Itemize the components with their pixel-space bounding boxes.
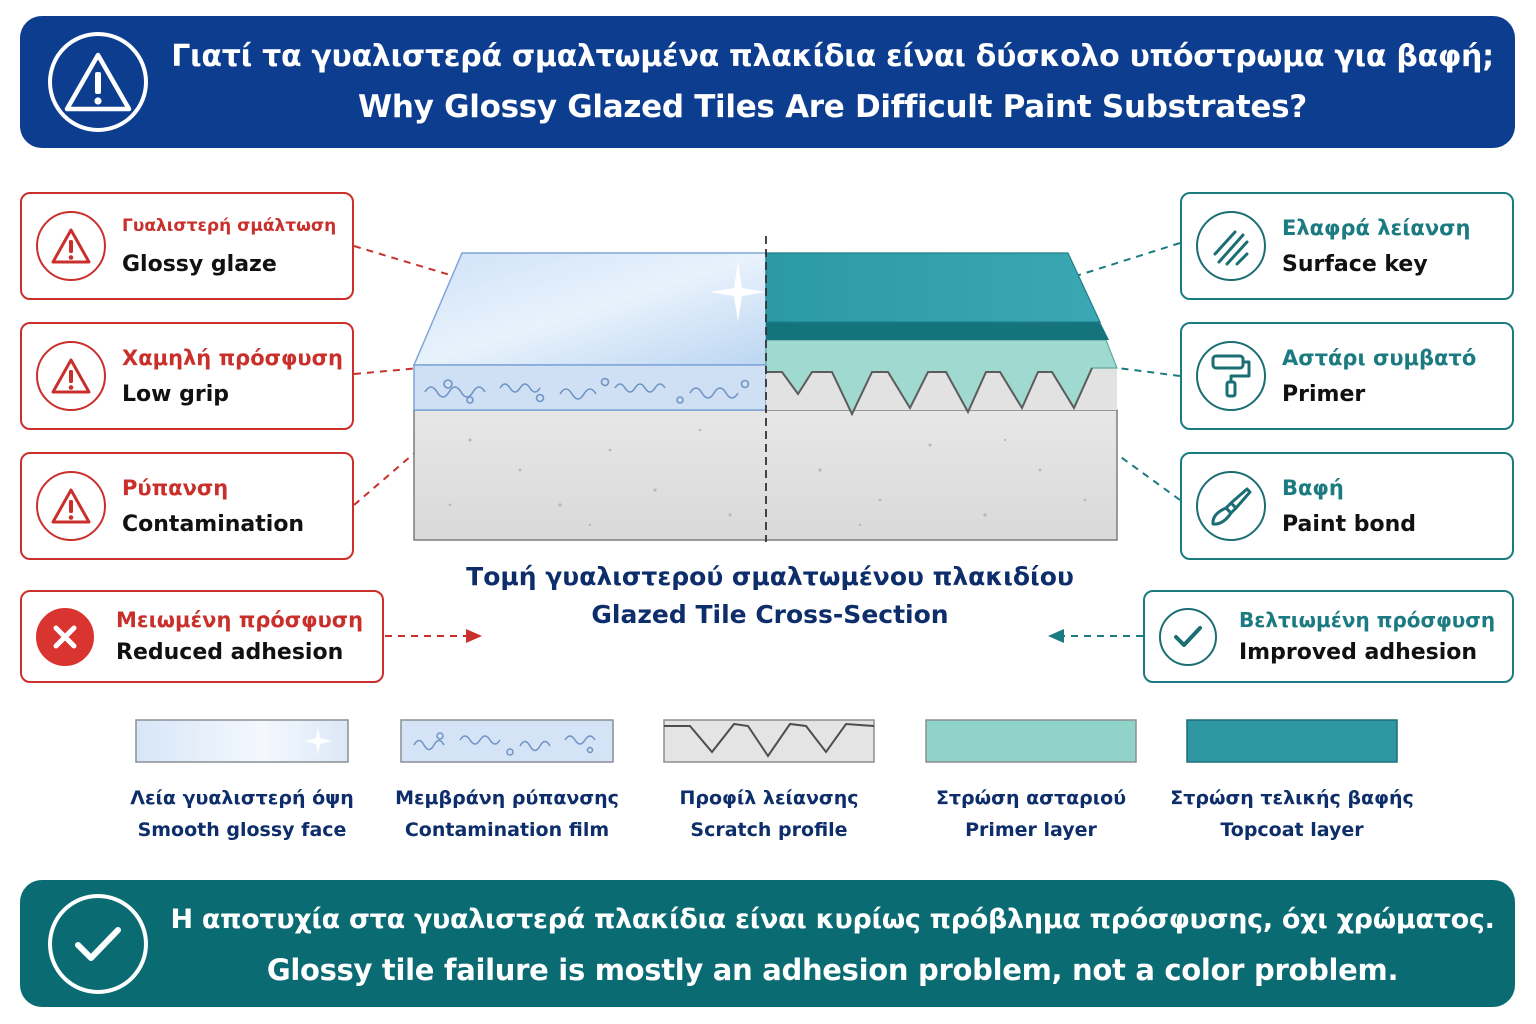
cross-section-caption: Τομή γυαλιστερού σμαλτωμένου πλακιδίου G… [420,558,1120,634]
reduced-adhesion-arrowhead [466,629,482,643]
card-label-greek: Μειωμένη πρόσφυση [116,608,364,632]
warning-triangle-icon [36,471,106,541]
card-improved-adhesion: Βελτιωμένη πρόσφυση Improved adhesion [1143,590,1514,683]
legend-label-greek: Στρώση τελικής βαφής [1170,787,1414,809]
cross-section-title-english: Glazed Tile Cross-Section [591,600,949,629]
improved-adhesion-arrowhead [1048,629,1064,643]
topcoat-surface [765,252,1101,323]
card-label-greek: Γυαλιστερή σμάλτωση [122,216,337,236]
card-low-grip: Χαμηλή πρόσφυση Low grip [20,322,354,430]
card-label-english: Primer [1282,382,1366,407]
legend-label-english: Scratch profile [690,819,848,841]
card-glossy-glaze: Γυαλιστερή σμάλτωση Glossy glaze [20,192,354,300]
legend-label-greek: Λεία γυαλιστερή όψη [130,787,354,809]
card-label-greek: Χαμηλή πρόσφυση [122,346,343,370]
header-banner: Γιατί τα γυαλιστερά σμαλτωμένα πλακίδια … [20,16,1515,148]
contamination-pattern [424,377,750,404]
left-connectors [353,245,468,637]
legend-label-english: Smooth glossy face [137,819,347,841]
warning-triangle-icon [36,211,106,281]
check-circle-icon [1159,607,1217,666]
card-label-english: Low grip [122,382,230,407]
header-title-english: Why Glossy Glazed Tiles Are Difficult Pa… [358,89,1307,125]
scratch-profile-line [766,367,1093,417]
check-circle-icon [48,893,148,994]
card-label-greek: Αστάρι συμβατό [1282,346,1477,370]
header-title-greek: Γιατί τα γυαλιστερά σμαλτωμένα πλακίδια … [171,39,1494,74]
card-paint-bond: Βαφή Paint bond [1180,452,1514,560]
legend-swatch-topcoat [1186,719,1398,763]
card-label-greek: Ελαφρά λείανση [1282,216,1471,240]
card-primer: Αστάρι συμβατό Primer [1180,322,1514,430]
tile-body-speckles [448,428,1087,527]
card-contamination: Ρύπανση Contamination [20,452,354,560]
footer-text-english: Glossy tile failure is mostly an adhesio… [266,953,1399,987]
legend-label-english: Topcoat layer [1220,819,1364,841]
card-label-english: Glossy glaze [122,252,277,277]
card-label-english: Paint bond [1282,512,1417,537]
legend-label-greek: Στρώση ασταριού [935,787,1127,809]
right-connectors [1062,242,1181,637]
legend-swatch-contamination [400,719,614,763]
legend-sparkle [304,727,332,755]
header-title: Γιατί τα γυαλιστερά σμαλτωμένα πλακίδια … [160,32,1505,132]
warning-triangle-icon [36,341,106,411]
x-circle-icon [36,607,94,666]
card-surface-key: Ελαφρά λείανση Surface key [1180,192,1514,300]
cross-section-title-greek: Τομή γυαλιστερού σμαλτωμένου πλακιδίου [466,562,1074,591]
warning-triangle-icon [48,32,148,132]
scratch-lines-icon [1196,211,1266,281]
paint-roller-icon [1196,341,1266,411]
footer-text-greek: Η αποτυχία στα γυαλιστερά πλακίδια είναι… [170,904,1495,935]
legend-swatch-primer [925,719,1137,763]
legend-label-greek: Μεμβράνη ρύπανσης [395,787,619,809]
legend-label-english: Contamination film [404,819,610,841]
card-reduced-adhesion: Μειωμένη πρόσφυση Reduced adhesion [20,590,384,683]
card-label-english: Surface key [1282,252,1428,277]
contamination-film-band [413,364,767,411]
card-label-english: Reduced adhesion [116,640,344,665]
legend-label-english: Primer layer [965,819,1097,841]
legend-label-greek: Προφίλ λείανσης [679,787,859,809]
card-label-greek: Ρύπανση [122,476,229,500]
card-label-greek: Βαφή [1282,476,1344,500]
card-label-english: Improved adhesion [1239,640,1478,665]
topcoat-band [766,322,1109,340]
card-label-greek: Βελτιωμένη πρόσφυση [1239,608,1496,632]
card-label-english: Contamination [122,512,305,537]
glossy-glaze-surface [412,252,767,366]
legend-contamination-pattern [413,732,596,756]
gloss-sparkle [710,262,766,322]
paint-brush-icon [1196,471,1266,541]
legend-scratch-line [664,722,875,758]
footer-banner: Η αποτυχία στα γυαλιστερά πλακίδια είναι… [20,880,1515,1007]
footer-message: Η αποτυχία στα γυαλιστερά πλακίδια είναι… [160,895,1505,995]
